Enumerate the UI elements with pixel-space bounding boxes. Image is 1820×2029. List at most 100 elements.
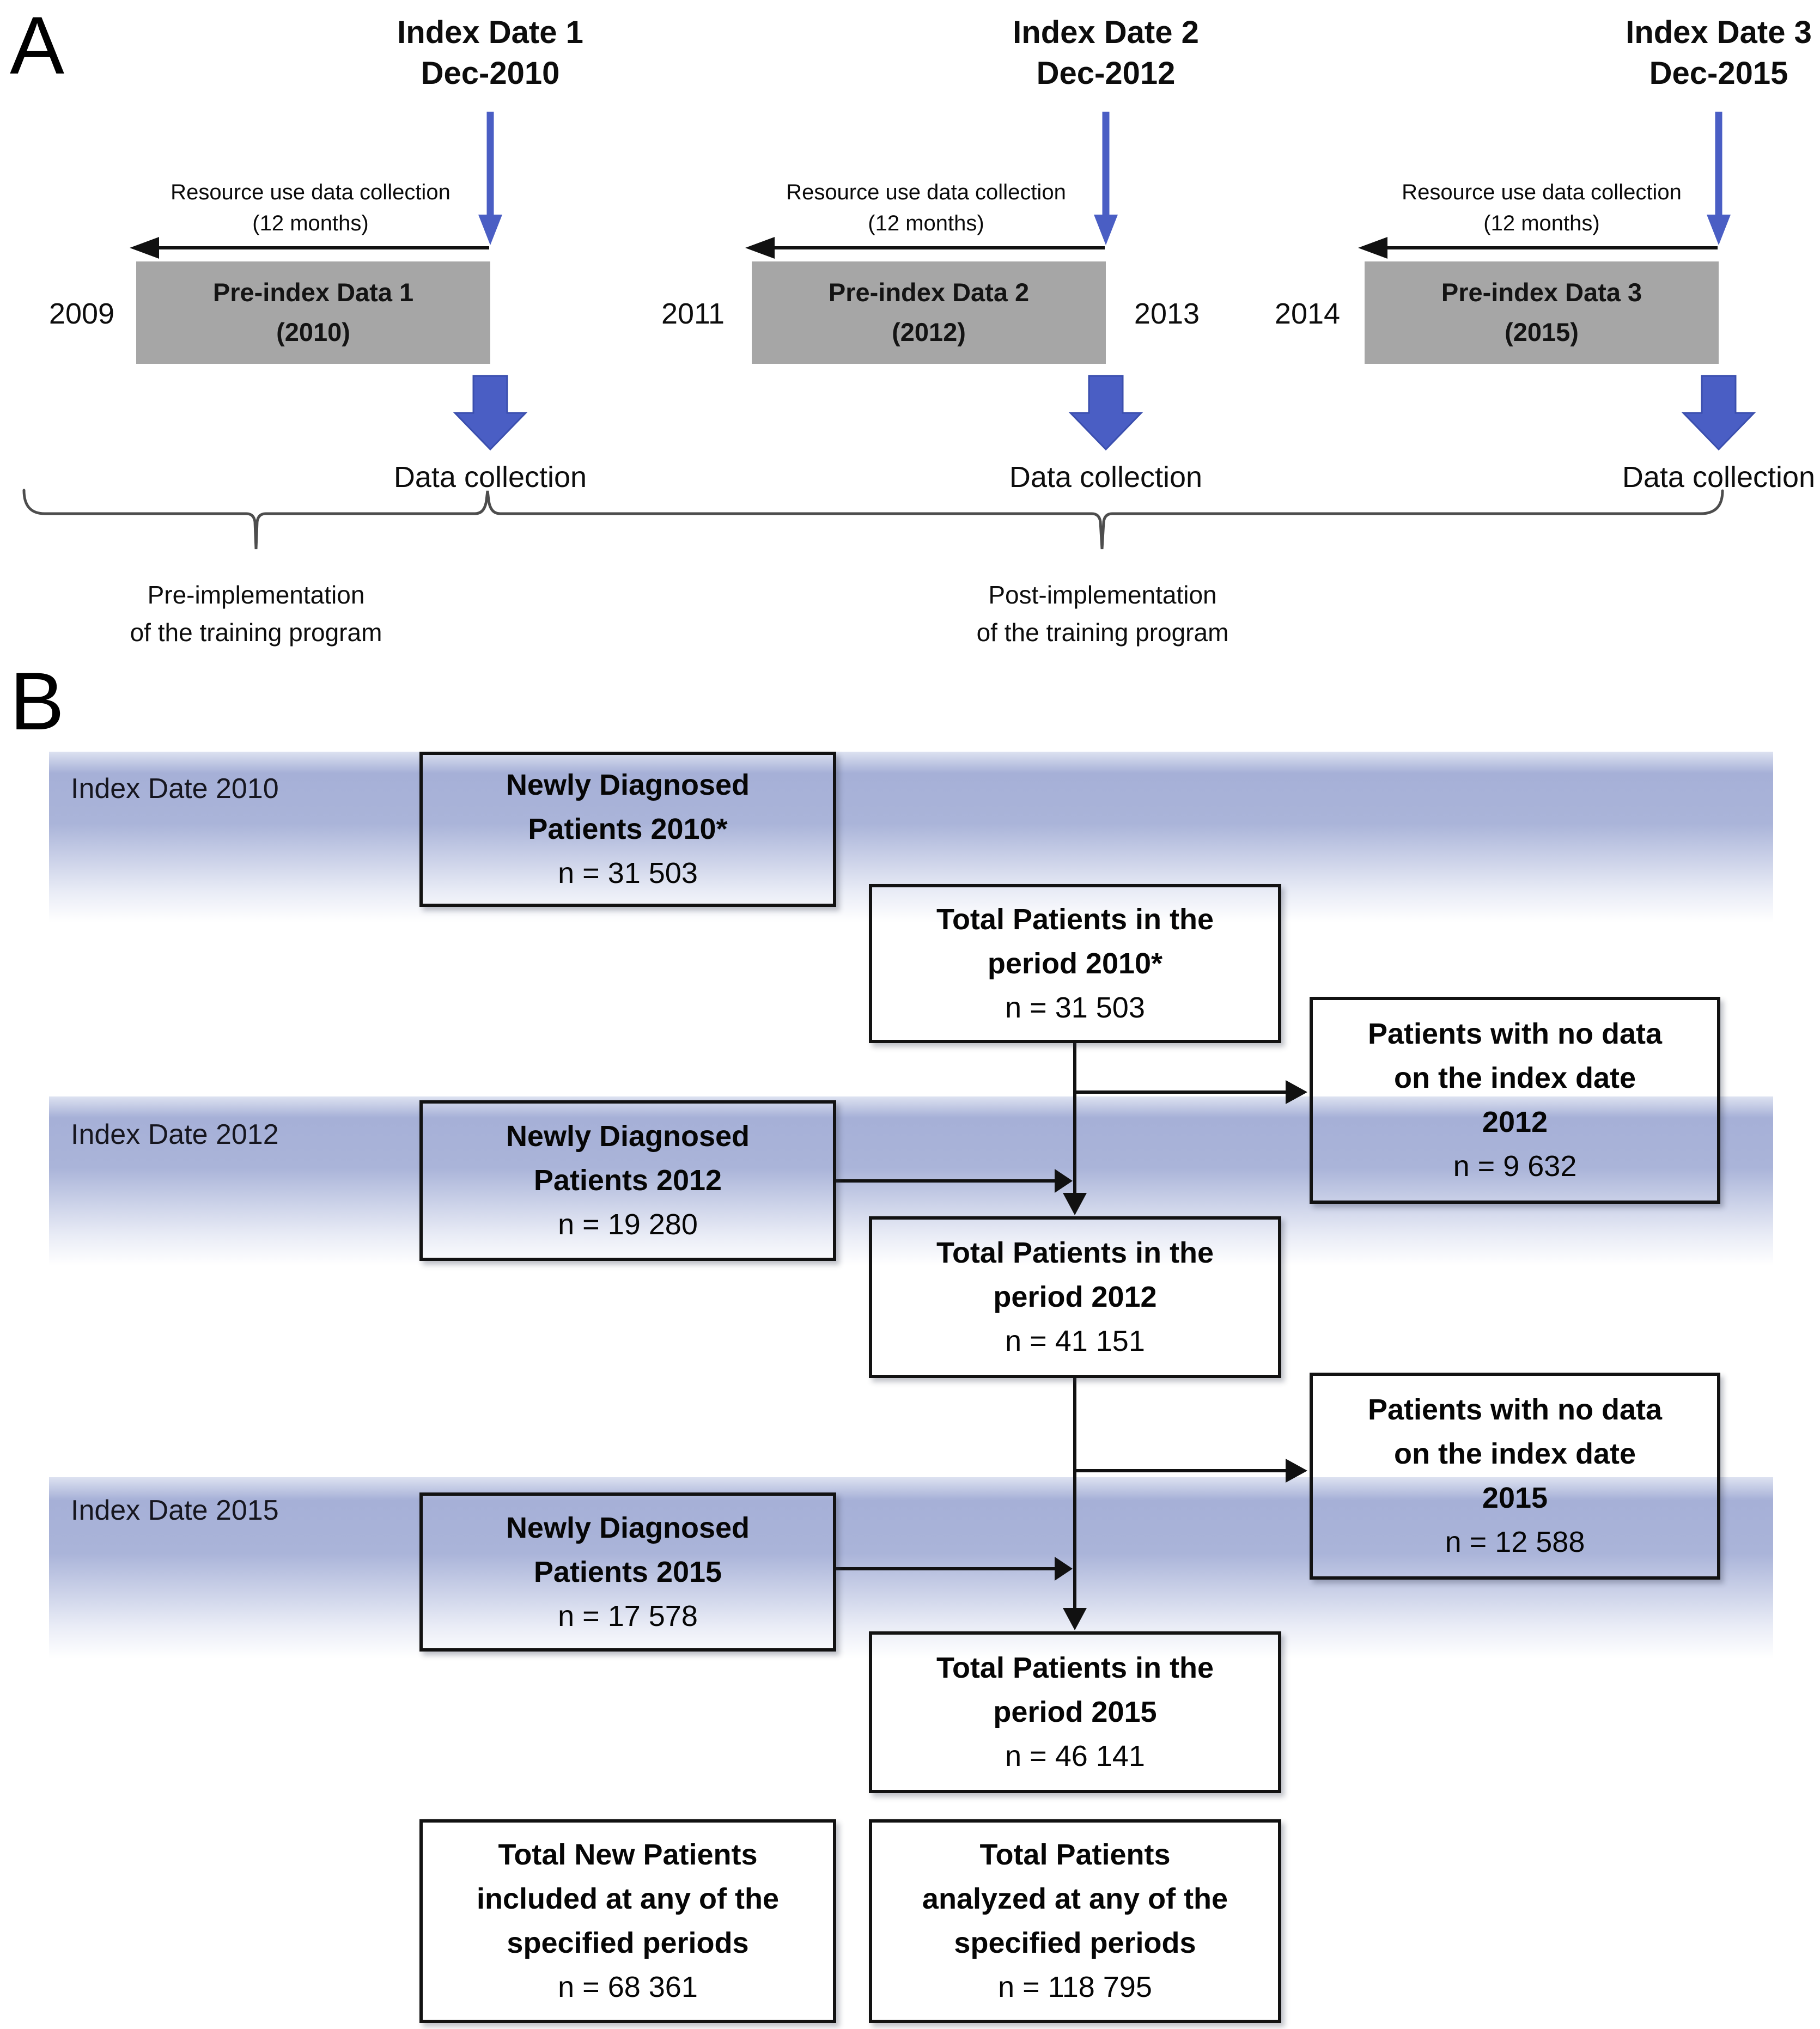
- resource-label-1: Resource use data collection (12 months): [171, 177, 451, 239]
- preindex-box-3-line2: (2015): [1505, 318, 1579, 346]
- index-band-2012: [49, 1096, 1773, 1275]
- box-line: Total Patients in the: [936, 1652, 1214, 1684]
- resource-period-arrowhead-2-icon: [745, 237, 775, 259]
- box-count: n = 41 151: [1005, 1325, 1145, 1357]
- total-patients-2015-box: Total Patients in the period 2015 n = 46…: [869, 1631, 1281, 1793]
- post-implementation-line2: of the training program: [976, 618, 1229, 647]
- row-label-index-2015: Index Date 2015: [71, 1495, 279, 1526]
- box-line: Total Patients in the: [936, 903, 1214, 936]
- box-line: Patients with no data: [1367, 1393, 1663, 1426]
- index-band-2010: [49, 752, 1773, 931]
- preindex-box-2-line1: Pre-index Data 2: [828, 278, 1030, 307]
- row-label-index-2010: Index Date 2010: [71, 773, 279, 805]
- resource-label-2-line2: (12 months): [868, 211, 984, 235]
- data-collection-arrow-2-icon: [1068, 375, 1143, 451]
- connector-arrowhead-into-total2012-icon: [1063, 1193, 1087, 1215]
- box-line: Newly Diagnosed: [506, 1120, 750, 1153]
- box-count: n = 19 280: [558, 1208, 698, 1241]
- year-label-2014: 2014: [1274, 297, 1341, 330]
- box-count: n = 46 141: [1005, 1740, 1145, 1772]
- box-line: analyzed at any of the: [922, 1882, 1228, 1915]
- connector-arrowhead-newly2015-icon: [1055, 1557, 1073, 1581]
- newly-diagnosed-2015-box: Newly Diagnosed Patients 2015 n = 17 578: [419, 1492, 836, 1652]
- no-data-2015-box: Patients with no data on the index date …: [1310, 1373, 1720, 1580]
- data-collection-arrow-1-icon: [453, 375, 528, 451]
- index-date-title-3-line2: Dec-2015: [1649, 56, 1788, 92]
- resource-label-3: Resource use data collection (12 months): [1402, 177, 1682, 239]
- box-count: n = 9 632: [1453, 1150, 1577, 1183]
- resource-label-2: Resource use data collection (12 months): [786, 177, 1066, 239]
- pre-implementation-line2: of the training program: [130, 618, 382, 647]
- preindex-box-2: Pre-index Data 2 (2012): [752, 261, 1106, 364]
- box-count: n = 31 503: [558, 857, 698, 889]
- data-collection-label-3: Data collection: [1622, 461, 1816, 493]
- panel-a-label: A: [10, 0, 65, 91]
- year-label-2013: 2013: [1134, 297, 1200, 330]
- total-patients-2010-box: Total Patients in the period 2010* n = 3…: [869, 884, 1281, 1043]
- box-line: Patients 2015: [533, 1555, 722, 1588]
- index-arrowhead-3-icon: [1707, 215, 1731, 245]
- box-line: period 2012: [993, 1281, 1157, 1313]
- box-line: included at any of the: [476, 1882, 780, 1915]
- resource-period-arrowhead-1-icon: [130, 237, 159, 259]
- box-line: Newly Diagnosed: [506, 769, 750, 801]
- box-line: Total Patients: [979, 1838, 1171, 1871]
- box-count: n = 12 588: [1445, 1526, 1585, 1558]
- connector-arrowhead-newly2012-icon: [1055, 1169, 1073, 1193]
- preindex-box-2-line2: (2012): [892, 318, 966, 346]
- preindex-box-1-line1: Pre-index Data 1: [212, 278, 414, 307]
- resource-period-arrowhead-3-icon: [1358, 237, 1387, 259]
- index-arrowhead-1-icon: [478, 215, 502, 245]
- total-patients-2012-box: Total Patients in the period 2012 n = 41…: [869, 1216, 1281, 1378]
- box-count: n = 17 578: [558, 1599, 698, 1632]
- box-line: period 2010*: [987, 947, 1163, 980]
- box-line: Patients with no data: [1367, 1017, 1663, 1050]
- preindex-box-3-line1: Pre-index Data 3: [1441, 278, 1642, 307]
- index-date-title-3: Index Date 3 Dec-2015: [1626, 12, 1812, 94]
- resource-label-3-line1: Resource use data collection: [1402, 180, 1682, 204]
- preindex-box-1: Pre-index Data 1 (2010): [136, 261, 490, 364]
- index-band-2015: [49, 1477, 1773, 1668]
- index-date-title-1-line2: Dec-2010: [421, 56, 560, 92]
- pre-implementation-label: Pre-implementation of the training progr…: [130, 576, 382, 651]
- box-line: Patients 2010*: [528, 813, 728, 845]
- newly-diagnosed-2012-box: Newly Diagnosed Patients 2012 n = 19 280: [419, 1100, 836, 1261]
- data-collection-label-2: Data collection: [1009, 461, 1203, 493]
- box-line: Total Patients in the: [936, 1236, 1214, 1269]
- data-collection-label-1: Data collection: [393, 461, 587, 493]
- phase-brace: [22, 489, 1724, 550]
- pre-implementation-line1: Pre-implementation: [147, 581, 365, 609]
- box-line: specified periods: [954, 1927, 1196, 1959]
- panel-b-label: B: [10, 655, 65, 747]
- newly-diagnosed-2010-box: Newly Diagnosed Patients 2010* n = 31 50…: [419, 752, 836, 907]
- resource-label-1-line1: Resource use data collection: [171, 180, 451, 204]
- preindex-box-1-line2: (2010): [276, 318, 350, 346]
- total-patients-analyzed-summary-box: Total Patients analyzed at any of the sp…: [869, 1819, 1281, 2023]
- box-count: n = 118 795: [998, 1971, 1152, 2003]
- total-new-patients-summary-box: Total New Patients included at any of th…: [419, 1819, 836, 2023]
- box-line: period 2015: [993, 1696, 1157, 1728]
- resource-label-2-line1: Resource use data collection: [786, 180, 1066, 204]
- no-data-2012-box: Patients with no data on the index date …: [1310, 997, 1720, 1204]
- year-label-2011: 2011: [661, 297, 725, 330]
- row-label-index-2012: Index Date 2012: [71, 1119, 279, 1150]
- preindex-box-3: Pre-index Data 3 (2015): [1365, 261, 1719, 364]
- index-date-title-1-line1: Index Date 1: [397, 15, 583, 50]
- box-line: Total New Patients: [498, 1838, 758, 1871]
- box-line: Patients 2012: [533, 1164, 722, 1197]
- box-line: on the index date: [1393, 1437, 1636, 1470]
- box-line: 2012: [1482, 1106, 1548, 1138]
- index-arrowhead-2-icon: [1094, 215, 1118, 245]
- connector-arrowhead-nodata2015-icon: [1286, 1459, 1307, 1483]
- connector-arrowhead-nodata2012-icon: [1286, 1080, 1307, 1104]
- year-label-2009: 2009: [48, 297, 115, 330]
- index-date-title-2: Index Date 2 Dec-2012: [1013, 12, 1199, 94]
- box-count: n = 31 503: [1005, 991, 1145, 1024]
- post-implementation-label: Post-implementation of the training prog…: [977, 576, 1229, 651]
- resource-label-3-line2: (12 months): [1483, 211, 1600, 235]
- data-collection-arrow-3-icon: [1681, 375, 1756, 451]
- index-date-title-2-line2: Dec-2012: [1036, 56, 1176, 92]
- box-line: Newly Diagnosed: [506, 1511, 750, 1544]
